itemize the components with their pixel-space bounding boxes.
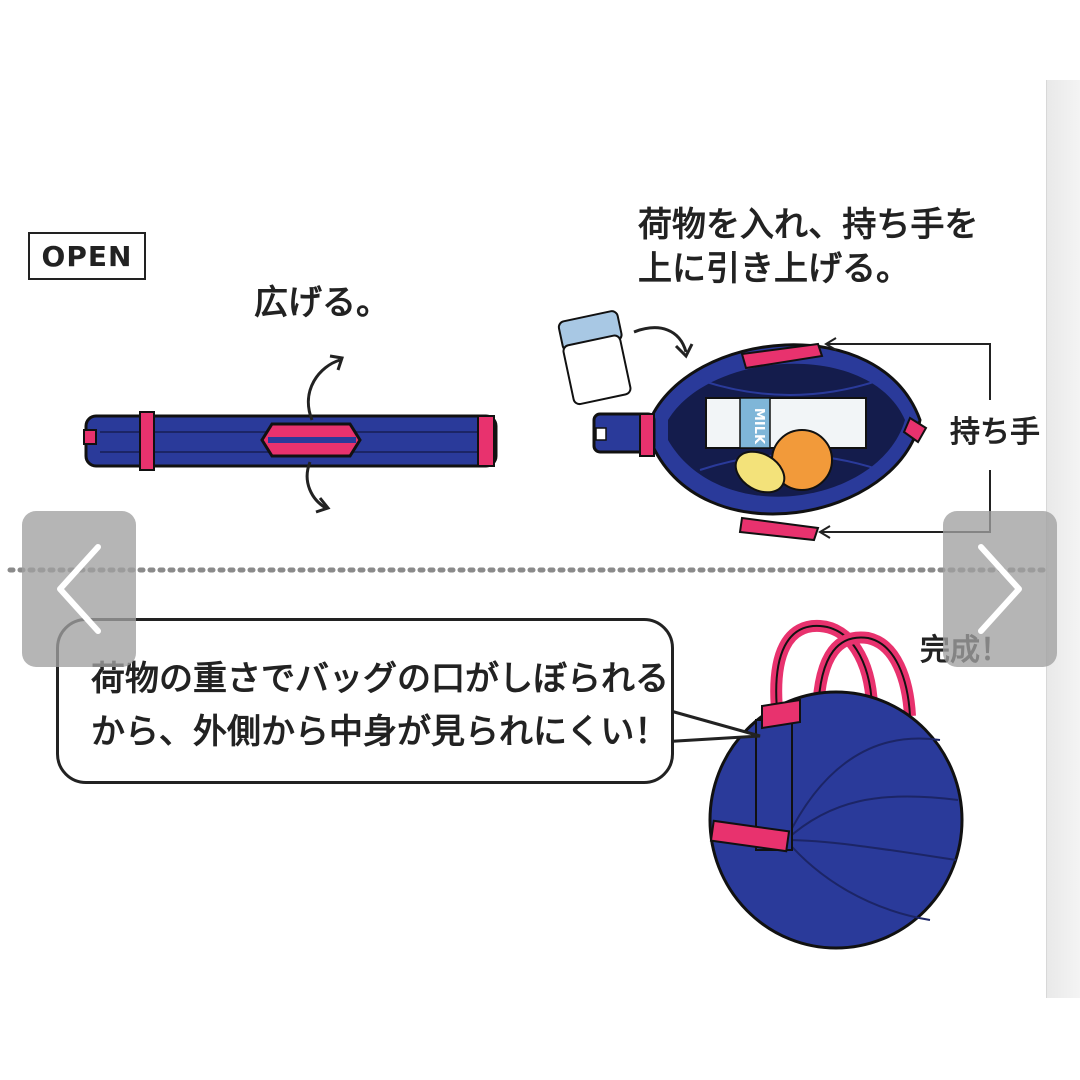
step-spread-label: 広げる。 xyxy=(254,283,390,323)
step-pull-label: 荷物を入れ、持ち手を 上に引き上げる。 xyxy=(638,204,978,291)
step-pull-line2: 上に引き上げる。 xyxy=(638,248,910,289)
open-tag: OPEN xyxy=(28,232,146,280)
step-pull-line1: 荷物を入れ、持ち手を xyxy=(638,205,979,245)
finished-bag xyxy=(655,619,964,950)
handle-label: 持ち手 xyxy=(950,415,1040,450)
speech-line2: から、外側から中身が見られにくい！ xyxy=(91,711,669,752)
speech-line1: 荷物の重さでバッグの口がしぼられる xyxy=(91,659,669,699)
prev-image-button[interactable] xyxy=(22,511,136,667)
folded-bag xyxy=(83,354,498,514)
chevron-left-icon xyxy=(57,544,101,634)
open-bag-with-items: MILK xyxy=(557,310,991,542)
speech-bubble: 荷物の重さでバッグの口がしぼられる から、外側から中身が見られにくい！ xyxy=(56,618,674,784)
milk-label: MILK xyxy=(751,408,766,445)
chevron-right-icon xyxy=(978,544,1022,634)
next-image-button[interactable] xyxy=(943,511,1057,667)
